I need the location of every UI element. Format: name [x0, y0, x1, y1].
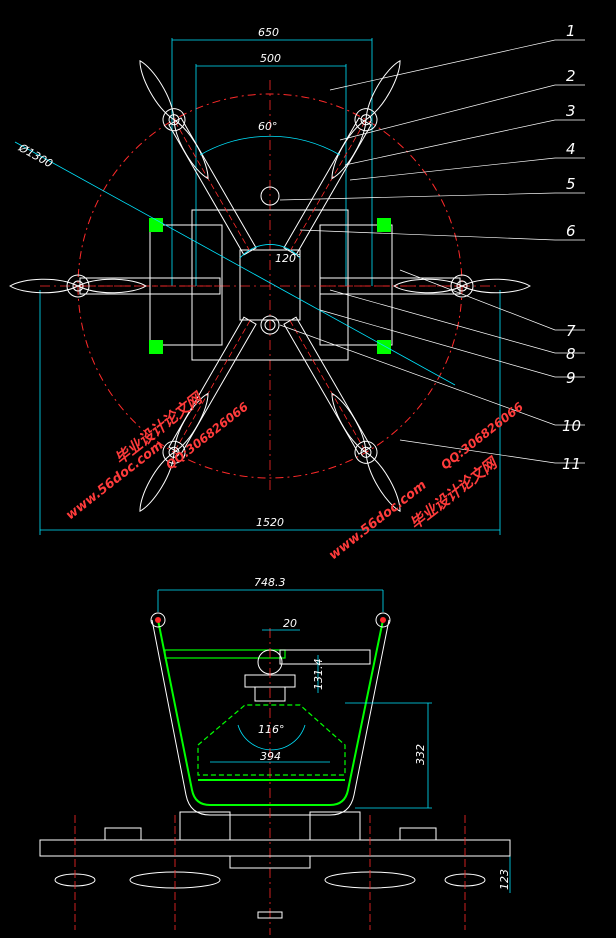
balloon-6: 6	[566, 222, 576, 240]
dim-123: 123	[498, 869, 511, 890]
propeller-2	[331, 392, 401, 513]
dim-131: 131.4	[312, 659, 325, 691]
propeller-4	[9, 274, 147, 298]
propellers	[9, 59, 531, 513]
balloon-1: 1	[566, 22, 576, 40]
propeller-6	[331, 59, 401, 180]
balloon-11: 11	[562, 455, 581, 473]
balloon-8: 8	[566, 345, 576, 363]
dim-500: 500	[260, 52, 281, 65]
dim-20: 20	[283, 617, 297, 630]
dim-1520: 1520	[256, 516, 284, 529]
balloon-9: 9	[566, 369, 576, 387]
dim-650: 650	[258, 26, 279, 39]
balloon-7: 7	[566, 322, 576, 340]
propeller-1	[393, 274, 531, 298]
balloon-2: 2	[566, 67, 576, 85]
balloon-10: 10	[562, 417, 581, 435]
balloon-5: 5	[566, 175, 576, 193]
dim-332: 332	[414, 744, 427, 765]
watermark-brand-1: 毕业设计论文网	[111, 387, 207, 468]
balloon-3: 3	[566, 102, 576, 120]
dim-angle-60: 60°	[258, 120, 278, 133]
top-view	[9, 38, 585, 535]
dim-phi-1300: Ø1300	[16, 141, 55, 171]
front-view	[39, 589, 511, 935]
dim-394: 394	[260, 750, 281, 763]
dim-angle-120: 120°	[275, 252, 302, 265]
balloon-4: 4	[566, 140, 576, 158]
propeller-3	[139, 392, 209, 513]
part-balloons: 1 2 3 4 5 6 7 8 9 10 11	[562, 22, 581, 473]
watermarks: www.56doc.com 毕业设计论文网 QQ:306826066 www.5…	[63, 387, 526, 563]
dimension-labels: 650 500 60° Ø1300 120° 1520 748.3 20 131…	[16, 26, 511, 890]
propeller-5	[139, 59, 209, 180]
dim-748: 748.3	[254, 576, 286, 589]
dim-angle-116: 116°	[258, 723, 285, 736]
